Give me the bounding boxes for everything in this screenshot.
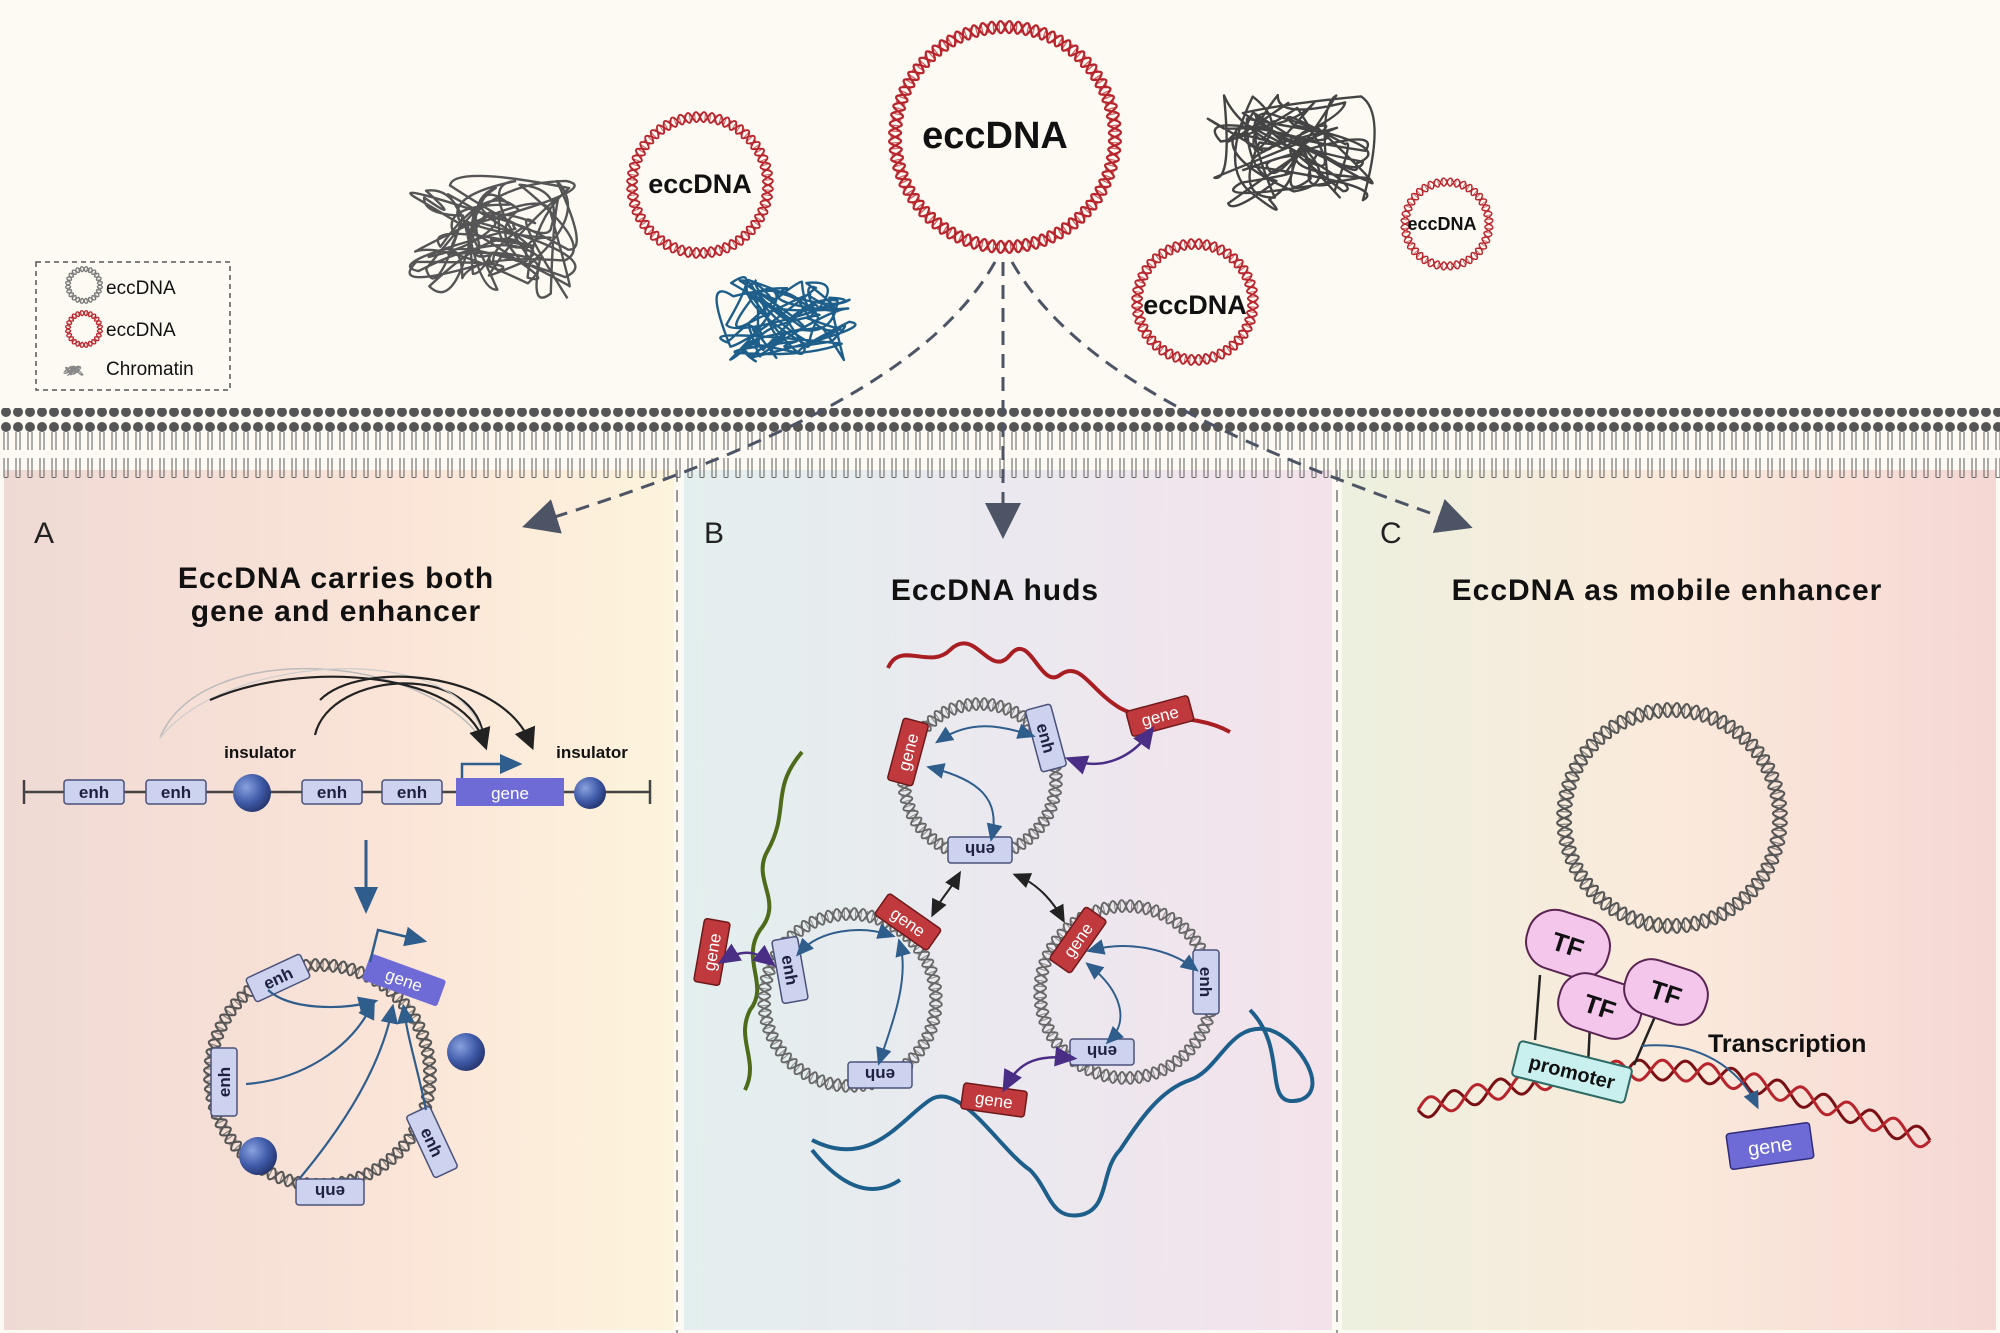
chromatin-blue-strand-2: [810, 1148, 902, 1191]
legend-gray-eccdna-icon: [65, 266, 103, 304]
eccdna-large-label: eccDNA: [922, 115, 1068, 157]
legend-item-3: Chromatin: [106, 359, 194, 380]
enh-box-a1: enh: [63, 779, 125, 805]
chromatin-blue-strand-1: [811, 1008, 1315, 1218]
insulator-right-label: insulator: [556, 743, 628, 762]
legend-item-2: eccDNA: [106, 320, 176, 341]
svg-text:enh: enh: [397, 783, 427, 802]
eccdna-large-circle: [888, 20, 1122, 254]
cell-membrane: [0, 408, 2000, 478]
insulator-ball-1: [233, 774, 271, 812]
enh-box-a2: enh: [145, 779, 207, 805]
legend-item-1: eccDNA: [106, 278, 176, 299]
release-arrows: [522, 261, 1473, 539]
insulator-left-label: insulator: [224, 743, 296, 762]
panel-a-title-1: EccDNA carries both: [178, 562, 494, 595]
chromatin-gray-left: [408, 174, 578, 299]
panel-b-letter: B: [704, 517, 724, 550]
legend-chromatin-icon: [63, 365, 84, 376]
svg-text:enh: enh: [317, 783, 347, 802]
panel-b-bg: [684, 470, 1332, 1330]
legend-red-eccdna-icon: [65, 310, 103, 348]
legend: eccDNA eccDNA Chromatin: [35, 261, 231, 391]
eccdna-left-circle: [626, 111, 774, 259]
svg-text:gene: gene: [491, 784, 529, 803]
eccdna-small-circle: [1400, 177, 1494, 271]
panel-c-bg: [1342, 470, 1996, 1330]
panel-b-elements: gene enh enh gene gene enh gene enh gene…: [693, 695, 1220, 1118]
panel-c-dna-helix: [1416, 1058, 1932, 1149]
svg-text:enh: enh: [865, 1065, 895, 1084]
panel-c-elements: TF TF TF promoter Transcription gene: [1511, 908, 1866, 1171]
panel-c-title: EccDNA as mobile enhancer: [1452, 574, 1883, 607]
transcription-label: Transcription: [1708, 1030, 1866, 1058]
svg-text:enh: enh: [1087, 1042, 1117, 1061]
svg-text:enh: enh: [778, 954, 802, 987]
panel-a-letter: A: [34, 517, 54, 550]
insulator-ball-2: [574, 777, 606, 809]
svg-text:enh: enh: [161, 783, 191, 802]
panel-b-title: EccDNA huds: [891, 574, 1099, 607]
eccdna-mid-label: eccDNA: [1143, 290, 1247, 320]
svg-text:enh: enh: [965, 840, 995, 859]
eccdna-left-label: eccDNA: [648, 169, 752, 199]
panel-a-circle-elements: enh gene enh enh enh: [210, 926, 485, 1206]
eccdna-mid-circle: [1131, 238, 1259, 366]
panel-c-letter: C: [1380, 517, 1402, 550]
panel-a-title-2: gene and enhancer: [191, 595, 481, 628]
gene-box-a: gene: [456, 754, 564, 806]
eccdna-small-label: eccDNA: [1407, 214, 1476, 234]
enh-box-a3: enh: [301, 779, 363, 805]
panel-c-eccdna: [1556, 702, 1788, 934]
svg-text:enh: enh: [79, 783, 109, 802]
svg-text:enh: enh: [1196, 967, 1215, 997]
enh-box-a4: enh: [381, 779, 443, 805]
svg-text:enh: enh: [315, 1182, 345, 1201]
svg-text:enh: enh: [215, 1067, 234, 1097]
chromatin-blue: [715, 276, 857, 363]
chromatin-gray-right: [1206, 93, 1376, 211]
chromatin-green-strand: [743, 750, 804, 1091]
